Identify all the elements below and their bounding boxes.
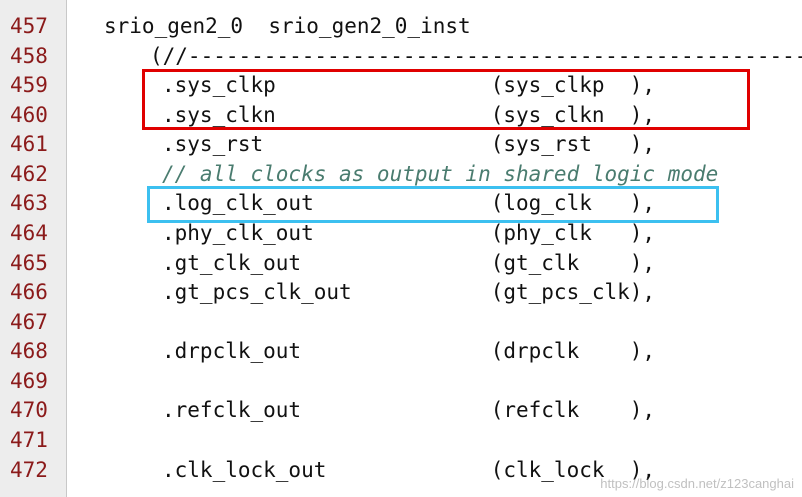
line-number: 459 bbox=[10, 73, 48, 97]
line-number: 462 bbox=[10, 162, 48, 186]
line-number: 471 bbox=[10, 428, 48, 452]
code-line: .refclk_out (refclk ), bbox=[162, 398, 656, 422]
line-number: 458 bbox=[10, 44, 48, 68]
code-line: .sys_clkn (sys_clkn ), bbox=[162, 103, 656, 127]
line-number: 461 bbox=[10, 132, 48, 156]
line-number: 470 bbox=[10, 398, 48, 422]
line-number: 467 bbox=[10, 310, 48, 334]
red-highlight-box bbox=[142, 69, 750, 130]
line-number: 457 bbox=[10, 14, 48, 38]
code-line: .log_clk_out (log_clk ), bbox=[162, 191, 656, 215]
line-number: 468 bbox=[10, 339, 48, 363]
code-line: .sys_rst (sys_rst ), bbox=[162, 132, 656, 156]
line-number: 469 bbox=[10, 369, 48, 393]
code-line: .drpclk_out (drpclk ), bbox=[162, 339, 656, 363]
line-number-gutter bbox=[0, 0, 67, 497]
code-line: .clk_lock_out (clk_lock ), bbox=[162, 458, 656, 482]
blue-highlight-box bbox=[147, 186, 719, 223]
watermark: https://blog.csdn.net/z123canghai bbox=[600, 476, 794, 491]
code-line: .sys_clkp (sys_clkp ), bbox=[162, 73, 656, 97]
code-line: srio_gen2_0 srio_gen2_0_inst bbox=[104, 14, 471, 38]
code-comment: // all clocks as output in shared logic … bbox=[162, 162, 719, 186]
line-number: 464 bbox=[10, 221, 48, 245]
code-line: .phy_clk_out (phy_clk ), bbox=[162, 221, 656, 245]
line-number: 465 bbox=[10, 251, 48, 275]
line-number: 460 bbox=[10, 103, 48, 127]
line-number: 463 bbox=[10, 191, 48, 215]
code-line: .gt_clk_out (gt_clk ), bbox=[162, 251, 656, 275]
line-number: 466 bbox=[10, 280, 48, 304]
code-line: (//-------------------------------------… bbox=[150, 44, 802, 68]
code-line: .gt_pcs_clk_out (gt_pcs_clk), bbox=[162, 280, 656, 304]
line-number: 472 bbox=[10, 458, 48, 482]
